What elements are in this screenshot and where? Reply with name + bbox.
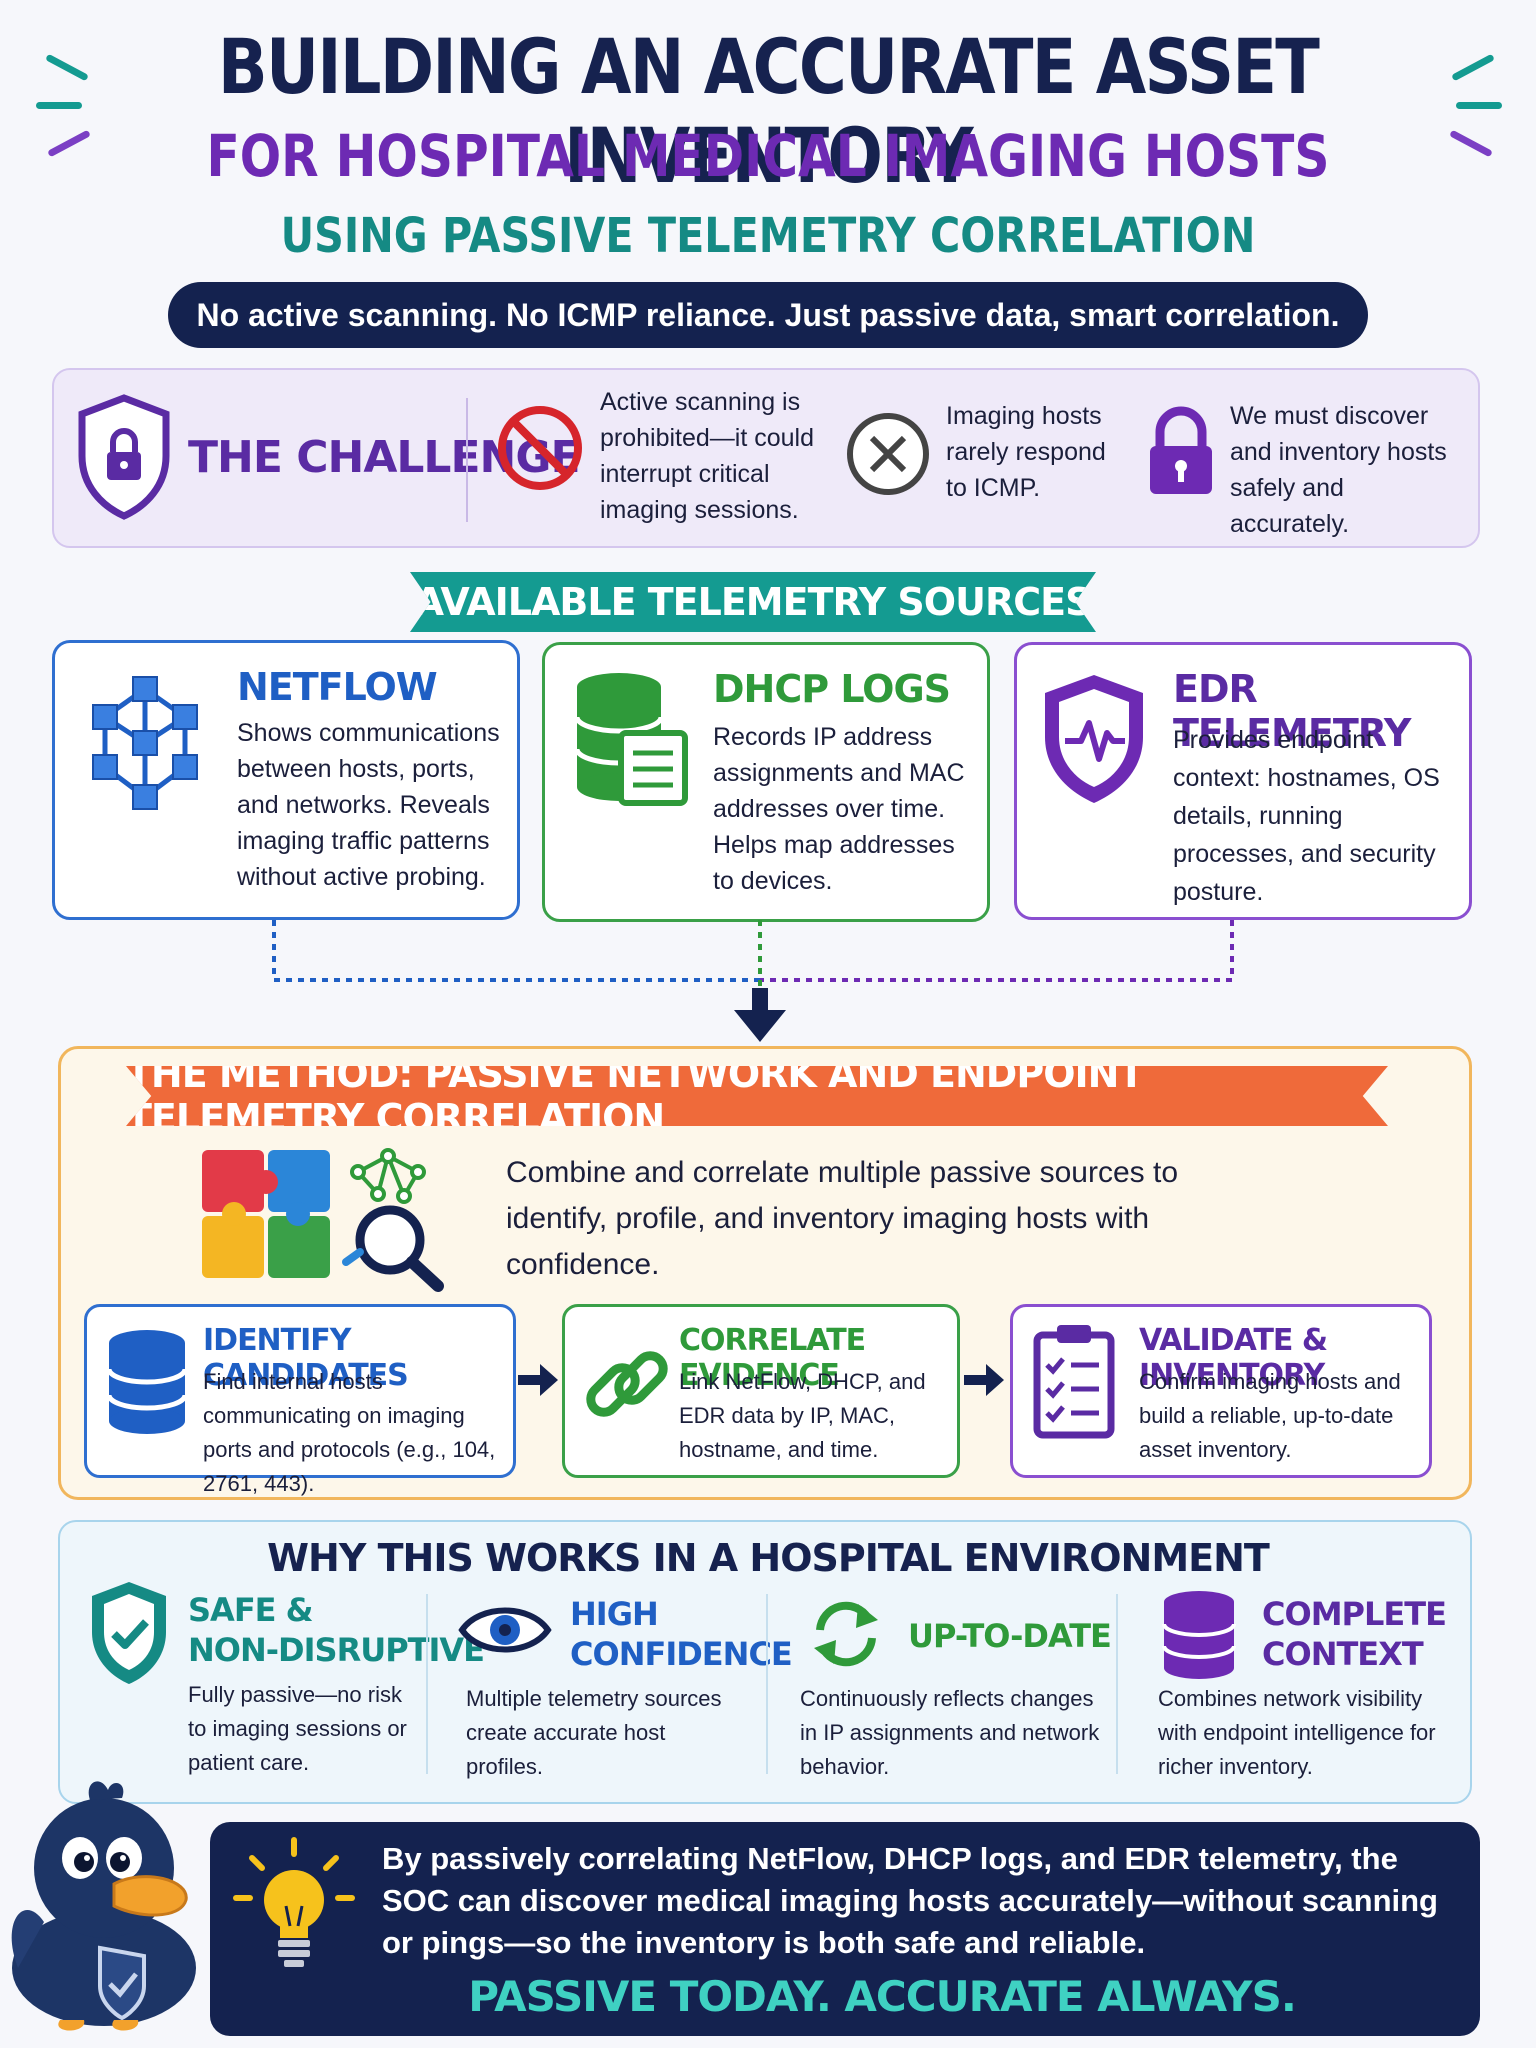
challenge-item-3-text: We must discover and inventory hosts saf… (1230, 402, 1447, 538)
challenge-divider (466, 398, 468, 522)
summary-text: By passively correlating NetFlow, DHCP l… (382, 1841, 1438, 1960)
step-correlate-title: CORRELATE EVIDENCE (679, 1323, 866, 1393)
netflow-title: NETFLOW (237, 665, 438, 709)
padlock-icon (1150, 406, 1212, 494)
why-item-2-title-line-2: CONFIDENCE (570, 1635, 793, 1673)
why-item-1-text: Fully passive—no risk to imaging session… (188, 1682, 407, 1775)
step-validate-title: VALIDATE & INVENTORY (1139, 1323, 1328, 1393)
why-item-2-title-line-1: HIGH (570, 1595, 659, 1633)
method-banner-text: THE METHOD: PASSIVE NETWORK AND ENDPOINT… (126, 1052, 1144, 1140)
page-title: BUILDING AN ACCURATE ASSET INVENTORY (217, 22, 1320, 200)
page-subtitle-2: USING PASSIVE TELEMETRY CORRELATION (280, 208, 1256, 264)
why-item-2-text: Multiple telemetry sources create accura… (466, 1686, 722, 1779)
checklist-icon (1033, 1325, 1115, 1439)
spark-left-2 (36, 102, 82, 109)
source-connectors (272, 920, 1234, 1042)
database-icon (106, 1330, 188, 1434)
eye-icon (458, 1607, 552, 1653)
why-item-1-title: SAFE & NON-DISRUPTIVE (188, 1590, 485, 1670)
step-correlate-text: Link NetFlow, DHCP, and EDR data by IP, … (679, 1369, 926, 1462)
spark-left-1 (45, 53, 89, 82)
duck-mascot-icon (11, 1781, 196, 2031)
why-item-3-title: UP-TO-DATE (908, 1616, 1112, 1656)
method-banner: THE METHOD: PASSIVE NETWORK AND ENDPOINT… (126, 1066, 1388, 1126)
tagline-text: No active scanning. No ICMP reliance. Ju… (196, 296, 1340, 333)
why-divider-3 (1116, 1594, 1118, 1774)
page-subtitle: FOR HOSPITAL MEDICAL IMAGING HOSTS (206, 122, 1330, 190)
arrow-right-icon-2 (964, 1364, 1004, 1396)
network-cubes-icon (92, 676, 198, 810)
telemetry-banner-text: AVAILABLE TELEMETRY SOURCES (414, 580, 1093, 624)
prohibited-icon (498, 406, 582, 490)
challenge-panel: THE CHALLENGE Active scanning is prohibi… (52, 368, 1480, 548)
database-stack-icon (1162, 1591, 1236, 1679)
summary-panel (210, 1822, 1480, 2036)
why-item-4-text: Combines network visibility with endpoin… (1158, 1686, 1436, 1779)
edr-text: Provides endpoint context: hostnames, OS… (1173, 726, 1440, 906)
lightbulb-icon (233, 1837, 355, 1967)
telemetry-banner: AVAILABLE TELEMETRY SOURCES (410, 572, 1096, 632)
step-identify-title: IDENTIFY CANDIDATES (203, 1323, 409, 1393)
why-item-4-title: COMPLETE CONTEXT (1262, 1594, 1447, 1674)
spark-right-2 (1456, 102, 1502, 109)
why-item-1-title-line-2: NON-DISRUPTIVE (188, 1631, 485, 1669)
netflow-text: Shows communications between hosts, port… (237, 719, 500, 891)
why-panel (58, 1520, 1472, 1804)
dhcp-title: DHCP LOGS (713, 667, 951, 711)
why-item-3-text: Continuously reflects changes in IP assi… (800, 1686, 1100, 1779)
step-identify: IDENTIFY CANDIDATES Find internal hosts … (84, 1304, 516, 1496)
why-item-4-title-line-2: CONTEXT (1262, 1635, 1424, 1673)
challenge-item-2-text: Imaging hosts rarely respond to ICMP. (946, 402, 1106, 502)
edr-card: EDR TELEMETRY Provides endpoint context:… (1014, 642, 1472, 920)
step-correlate: CORRELATE EVIDENCE Link NetFlow, DHCP, a… (562, 1304, 960, 1478)
step-validate-text: Confirm imaging hosts and build a reliab… (1139, 1369, 1401, 1462)
why-item-2-title: HIGH CONFIDENCE (570, 1594, 793, 1674)
spark-right-1 (1451, 53, 1495, 82)
summary-slogan: PASSIVE TODAY. ACCURATE ALWAYS. (468, 1972, 1297, 2021)
spark-left-3 (47, 129, 91, 158)
step-validate: VALIDATE & INVENTORY Confirm imaging hos… (1010, 1304, 1432, 1478)
x-circle-icon (847, 413, 929, 495)
puzzle-search-icon (202, 1148, 444, 1292)
shield-check-icon (92, 1582, 166, 1684)
why-divider-1 (426, 1594, 428, 1774)
challenge-item-1-text: Active scanning is prohibited—it could i… (600, 388, 815, 524)
arrow-right-icon (518, 1364, 558, 1396)
dhcp-text: Records IP address assignments and MAC a… (713, 723, 965, 895)
edr-title: EDR TELEMETRY (1173, 667, 1411, 755)
method-description: Combine and correlate multiple passive s… (506, 1156, 1178, 1281)
step-identify-text: Find internal hosts communicating on ima… (203, 1369, 496, 1496)
why-item-3-title-line-1: UP-TO-DATE (908, 1617, 1112, 1655)
netflow-card: NETFLOW Shows communications between hos… (52, 640, 520, 920)
link-chain-icon (586, 1351, 668, 1417)
why-item-1-title-line-1: SAFE & (188, 1591, 314, 1629)
why-title: WHY THIS WORKS IN A HOSPITAL ENVIRONMENT (267, 1536, 1270, 1580)
tagline-pill: No active scanning. No ICMP reliance. Ju… (168, 282, 1368, 348)
why-item-4-title-line-1: COMPLETE (1262, 1595, 1447, 1633)
refresh-icon (814, 1601, 878, 1667)
spark-right-3 (1449, 129, 1493, 158)
why-divider-2 (766, 1594, 768, 1774)
dhcp-card: DHCP LOGS Records IP address assignments… (542, 642, 990, 922)
database-log-icon (574, 673, 688, 806)
shield-lock-icon (78, 394, 170, 520)
shield-pulse-icon (1045, 675, 1143, 803)
